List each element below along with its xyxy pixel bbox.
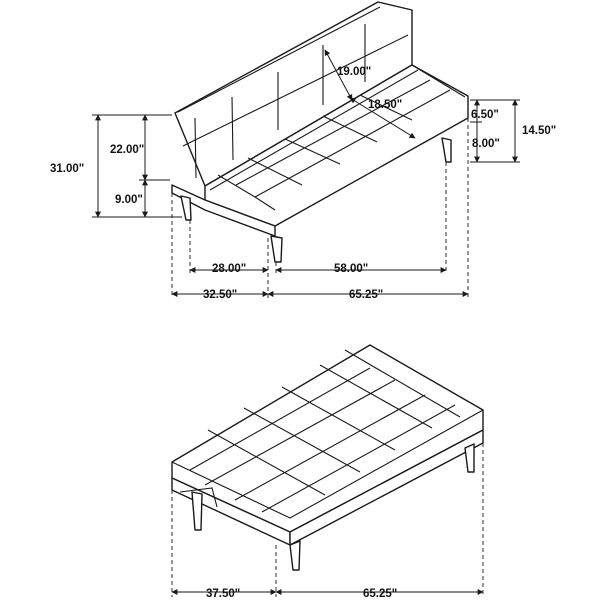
back-cushion-length-label: 19.00" bbox=[337, 66, 371, 78]
sofa-leg bbox=[441, 137, 452, 163]
sofa-backrest bbox=[174, 1, 413, 187]
seat-height-label: 9.00" bbox=[115, 194, 143, 206]
sofa-dimensions bbox=[92, 49, 520, 298]
bed-leg bbox=[464, 443, 475, 473]
bed-dimensions bbox=[171, 443, 484, 597]
arm-top-label: 6.50" bbox=[471, 109, 499, 121]
sofa-illustration bbox=[171, 1, 469, 263]
inner-depth-label: 28.00" bbox=[212, 263, 246, 275]
side-height-label: 14.50" bbox=[522, 125, 556, 137]
seat-depth-label: 18.50" bbox=[368, 99, 402, 111]
bed-illustration bbox=[171, 344, 484, 571]
seat-width-label: 58.00" bbox=[334, 263, 368, 275]
overall-depth-label: 32.50" bbox=[203, 289, 237, 301]
sofa-leg bbox=[270, 235, 283, 263]
bed-width-label: 65.25" bbox=[363, 588, 397, 600]
sofa-leg bbox=[180, 195, 192, 221]
total-height-label: 31.00" bbox=[50, 163, 84, 175]
overall-width-label: 65.25" bbox=[349, 289, 383, 301]
bed-depth-label: 37.50" bbox=[206, 588, 240, 600]
bed-leg bbox=[191, 491, 203, 531]
bed-leg bbox=[289, 540, 301, 571]
leg-height-label: 8.00" bbox=[472, 138, 500, 150]
back-height-label: 22.00" bbox=[110, 144, 144, 156]
